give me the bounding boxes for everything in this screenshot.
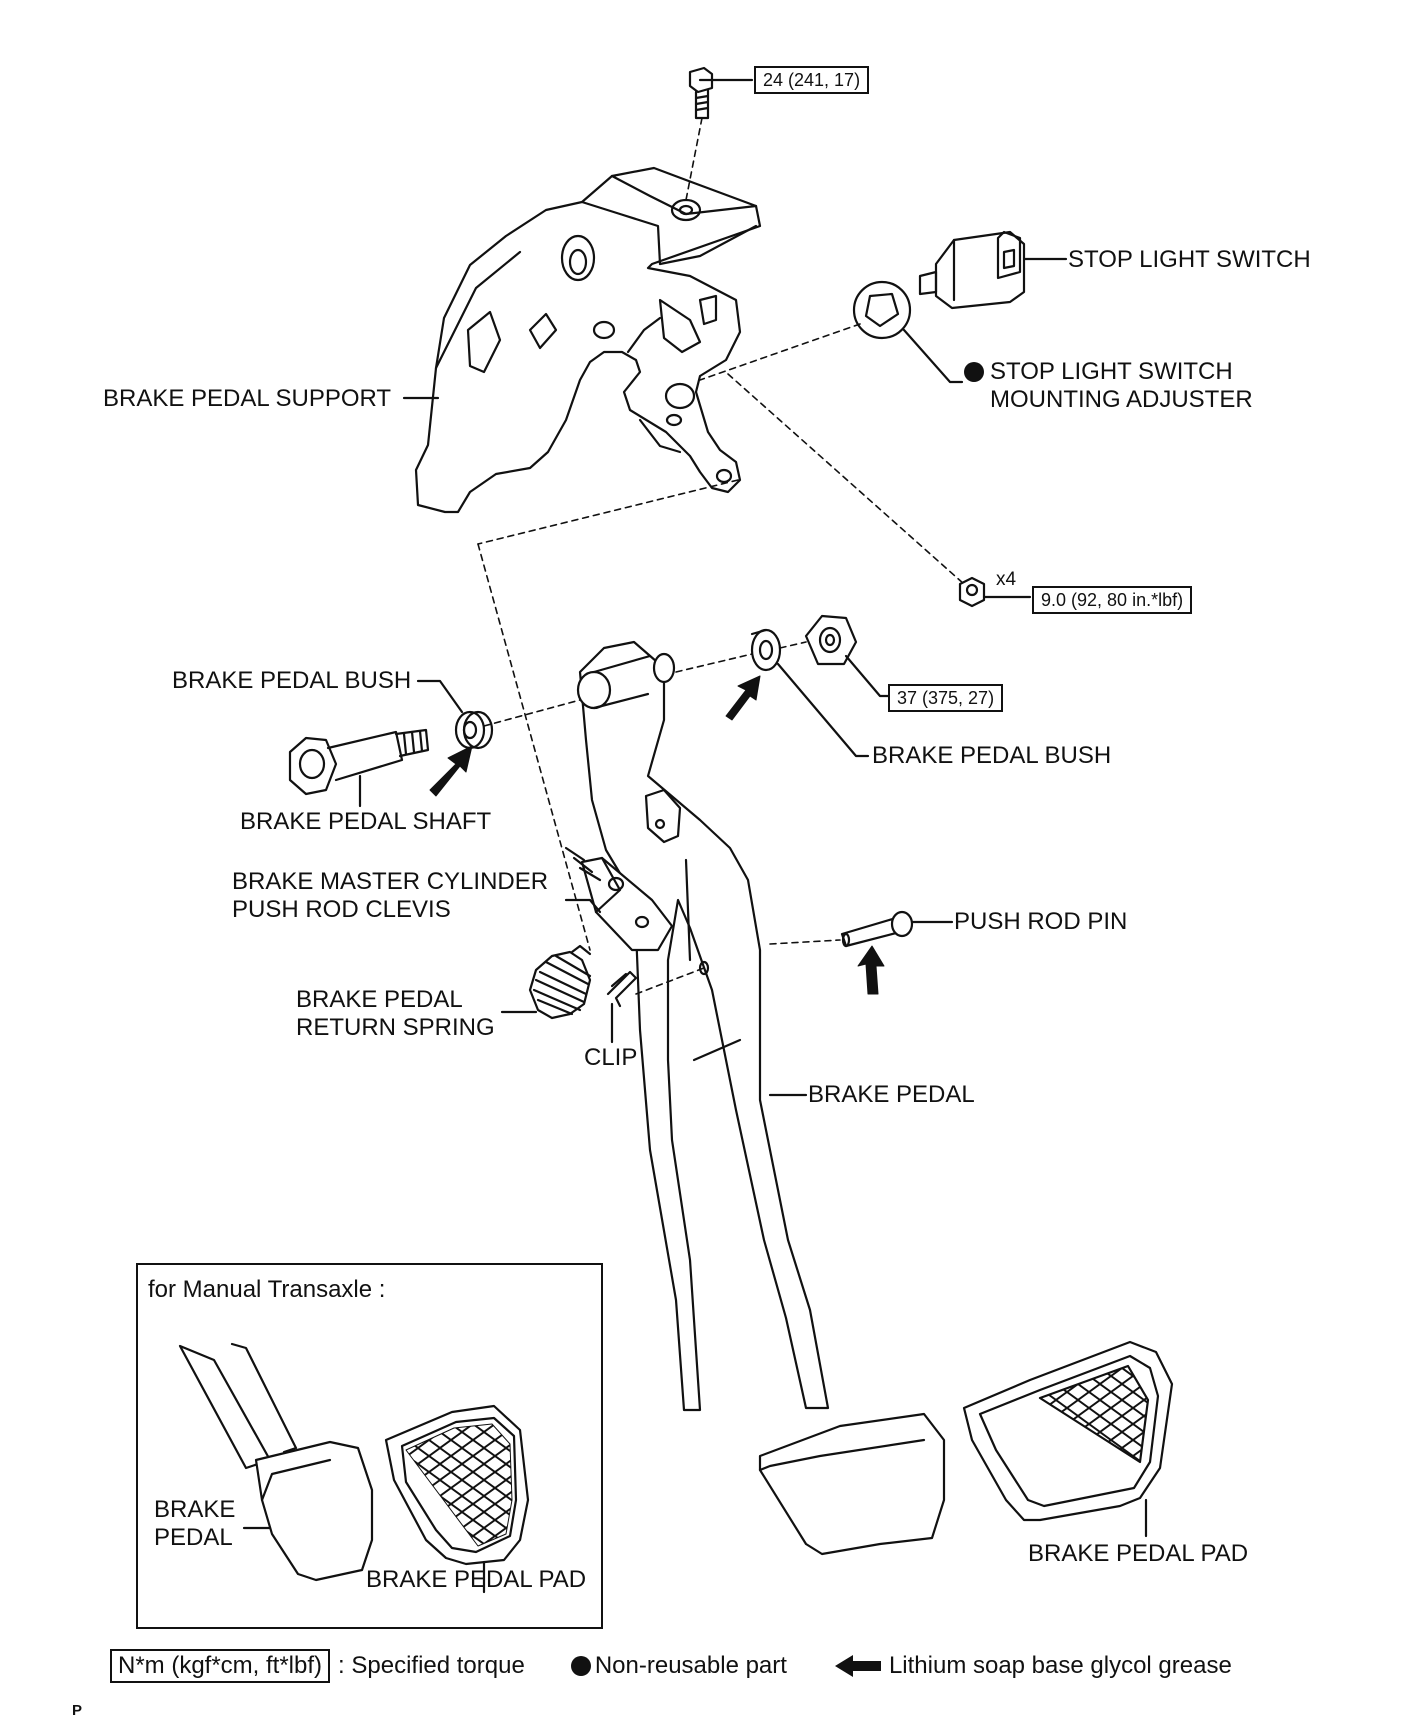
label-brake-pedal-bush-right: BRAKE PEDAL BUSH	[872, 742, 1112, 769]
legend-nonreusable-text: Non-reusable part	[594, 1652, 787, 1679]
label-brake-pedal-shaft: BRAKE PEDAL SHAFT	[240, 808, 492, 835]
pedal-foot-plate	[758, 1412, 946, 1556]
inset-title: for Manual Transaxle :	[148, 1276, 386, 1303]
inset-label-brake-pedal: BRAKE PEDAL	[154, 1496, 236, 1551]
clevis-shape	[564, 846, 674, 952]
legend-torque-box: N*m (kgf*cm, ft*lbf)	[110, 1649, 331, 1683]
manual-transaxle-inset	[136, 1263, 603, 1629]
label-stop-light-switch-adjuster: STOP LIGHT SWITCH MOUNTING ADJUSTER	[990, 358, 1253, 413]
label-clip: CLIP	[584, 1044, 638, 1071]
separate-pad-shape	[962, 1340, 1174, 1522]
dashed-assembly-lines	[477, 117, 965, 995]
pivot-nut-shape	[804, 614, 858, 666]
label-brake-pedal-bush-left: BRAKE PEDAL BUSH	[172, 667, 412, 694]
label-brake-pedal-pad: BRAKE PEDAL PAD	[1028, 1540, 1249, 1567]
torque-top-bolt: 24 (241, 17)	[754, 66, 870, 94]
legend-nonreusable-dot-icon	[570, 1656, 591, 1676]
grease-arrows	[429, 675, 885, 995]
page-marker: P	[72, 1702, 83, 1719]
label-brake-pedal: BRAKE PEDAL	[808, 1081, 975, 1108]
nonreusable-dot-icon	[964, 362, 984, 382]
label-push-rod-pin: PUSH ROD PIN	[954, 908, 1128, 935]
label-return-spring: BRAKE PEDAL RETURN SPRING	[296, 986, 495, 1041]
stop-light-switch-shape	[918, 230, 1026, 310]
legend-grease-text: Lithium soap base glycol grease	[888, 1652, 1232, 1679]
bush-right-shape	[750, 628, 782, 672]
inset-pad-shape	[384, 1404, 530, 1566]
torque-nuts: 9.0 (92, 80 in.*lbf)	[1032, 586, 1193, 614]
label-push-rod-clevis: BRAKE MASTER CYLINDER PUSH ROD CLEVIS	[232, 868, 549, 923]
label-stop-light-switch: STOP LIGHT SWITCH	[1068, 246, 1311, 273]
shaft-shape	[288, 728, 430, 796]
top-bolt	[688, 66, 714, 120]
spring-shape	[528, 944, 592, 1020]
nut-x4-shape	[958, 576, 986, 608]
quantity-x4: x4	[996, 569, 1017, 590]
nonreusable-mark-adjuster	[964, 358, 988, 386]
brake-pedal-shape	[576, 640, 830, 1412]
inset-label-brake-pedal-pad: BRAKE PEDAL PAD	[366, 1566, 587, 1593]
inset-pedal-shape	[178, 1342, 374, 1582]
legend-torque-text: : Specified torque	[338, 1652, 525, 1679]
brake-pedal-support-shape	[414, 166, 762, 514]
legend: N*m (kgf*cm, ft*lbf) : Specified torque …	[110, 1648, 1232, 1684]
label-brake-pedal-support: BRAKE PEDAL SUPPORT	[103, 385, 392, 412]
bush-left-shape	[454, 710, 494, 750]
push-rod-pin-shape	[840, 910, 914, 948]
grease-arrow-icon	[834, 1655, 881, 1677]
torque-pivot-nut: 37 (375, 27)	[888, 684, 1004, 712]
adjuster-shape	[852, 280, 912, 340]
clip-shape	[606, 970, 638, 1008]
